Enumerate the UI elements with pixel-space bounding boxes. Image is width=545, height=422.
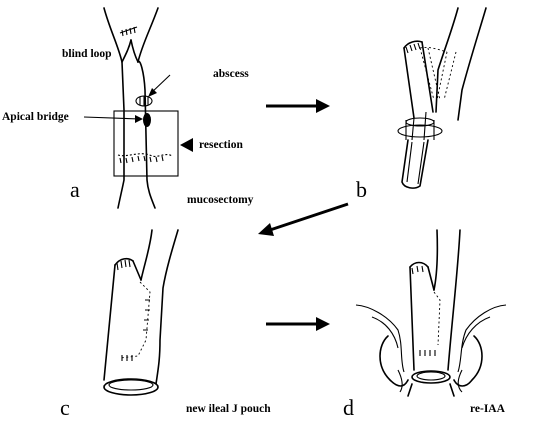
label-abscess: abscess [213,68,249,80]
panel-c-drawing [104,230,178,395]
panel-b-drawing [398,8,486,188]
label-mucosectomy: mucosectomy [187,194,254,206]
arrow-c-to-d [266,317,330,331]
bowel-outline-a [104,8,124,208]
stapler-b [402,140,428,188]
j-pouch-b [404,48,414,118]
panel-label-c: c [60,395,70,420]
pouch-d [410,267,414,370]
panel-label-d: d [343,395,354,420]
panel-label-a: a [70,177,80,202]
arrow-a-to-b [266,99,330,113]
label-re-iaa: re-IAA [470,403,506,415]
panel-d-drawing [356,230,506,396]
label-resection: resection [199,139,243,151]
panel-a-drawing [84,8,193,208]
label-blind-loop: blind loop [62,48,112,60]
arrow-b-to-c [258,204,348,236]
label-new-pouch: new ileal J pouch [186,403,271,415]
apical-bridge-mark [143,113,151,127]
label-apical-bridge: Apical bridge [2,111,69,123]
anastomosis-ring-b [398,125,442,137]
panel-label-b: b [356,177,367,202]
j-pouch-c [104,265,115,380]
pouch-outlet-c [104,379,158,395]
